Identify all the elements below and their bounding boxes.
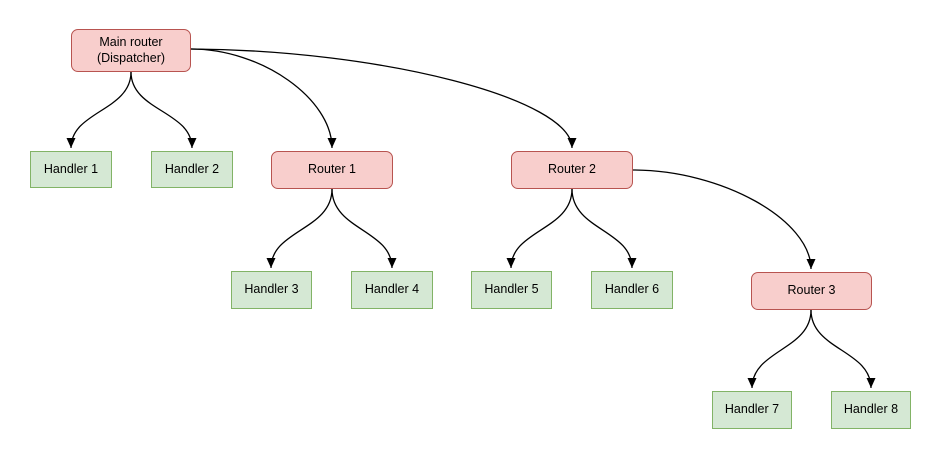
edge-router-2-to-handler-5 xyxy=(506,188,573,269)
node-label: Router 2 xyxy=(548,162,596,177)
node-label: Handler 1 xyxy=(43,161,99,176)
node-router-3: Router 3 xyxy=(751,272,872,310)
node-handler-2: Handler 2 xyxy=(151,151,233,188)
node-handler-5: Handler 5 xyxy=(471,271,552,309)
node-label: Handler 6 xyxy=(604,282,660,297)
edge-main-router-to-handler-1 xyxy=(66,71,132,149)
edge-router-2-to-router-3 xyxy=(632,169,816,270)
node-label: Handler 2 xyxy=(164,161,220,176)
node-handler-6: Handler 6 xyxy=(591,271,673,309)
node-label: Handler 8 xyxy=(843,402,899,417)
edge-main-router-to-handler-2 xyxy=(130,71,197,149)
edge-router-3-to-handler-8 xyxy=(810,309,876,389)
edge-router-1-to-handler-4 xyxy=(331,188,397,269)
node-handler-4: Handler 4 xyxy=(351,271,433,309)
node-label: Handler 3 xyxy=(244,282,299,297)
node-main-router-dispatcher: Main router (Dispatcher) xyxy=(71,29,191,72)
node-handler-7: Handler 7 xyxy=(712,391,792,429)
edge-router-3-to-handler-7 xyxy=(747,309,812,389)
node-handler-8: Handler 8 xyxy=(831,391,911,429)
node-label: Handler 4 xyxy=(364,282,420,297)
node-label: Handler 5 xyxy=(484,282,539,297)
node-handler-1: Handler 1 xyxy=(30,151,112,188)
node-label: Handler 7 xyxy=(724,402,780,417)
node-label: Main router (Dispatcher) xyxy=(96,34,166,65)
node-handler-3: Handler 3 xyxy=(231,271,312,309)
node-router-2: Router 2 xyxy=(511,151,633,189)
edge-main-router-to-router-1 xyxy=(190,48,337,149)
node-label: Router 1 xyxy=(308,162,356,177)
node-label: Router 3 xyxy=(787,283,836,298)
edge-router-1-to-handler-3 xyxy=(266,188,333,269)
node-router-1: Router 1 xyxy=(271,151,393,189)
edge-main-router-to-router-2 xyxy=(190,48,577,149)
edge-router-2-to-handler-6 xyxy=(571,188,637,269)
